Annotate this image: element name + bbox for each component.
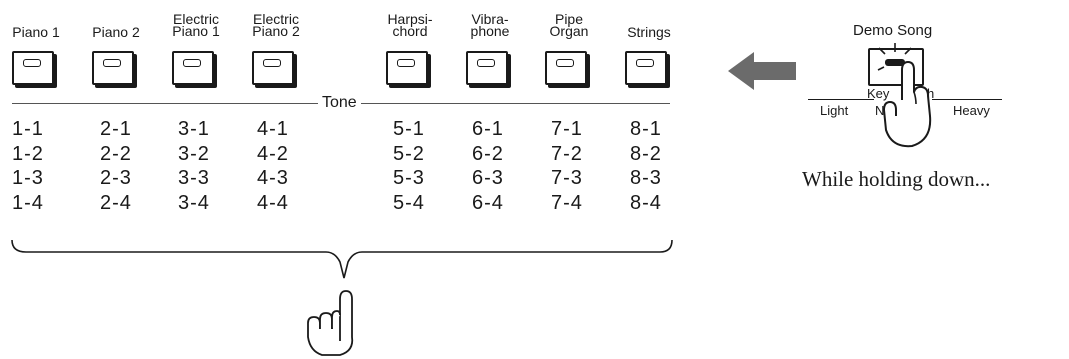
tone-column-2: 2-1 2-2 2-3 2-4 [100, 117, 160, 215]
tone-button-vibraphone[interactable] [466, 51, 508, 85]
tone-button-electric-piano-2[interactable] [252, 51, 294, 85]
key-touch-top-fragment-end: h [927, 86, 935, 101]
tone-number: 1-2 [12, 142, 44, 165]
tone-number: 8-4 [630, 191, 662, 214]
tone-number: 1-1 [12, 118, 44, 140]
tone-number: 6-1 [472, 118, 504, 140]
arrow-left-icon [728, 52, 796, 90]
tone-section-title: Tone [318, 95, 361, 111]
tone-number: 5-4 [393, 191, 425, 214]
key-touch-middle-fragment: N [875, 103, 885, 118]
tone-button-label-harpsichord: Harpsi-chord [387, 11, 433, 39]
key-touch-top-fragment: Key [867, 86, 890, 101]
tone-number: 6-2 [472, 142, 504, 165]
tone-column-7: 7-1 7-2 7-3 7-4 [551, 117, 611, 215]
tone-number: 1-4 [12, 191, 44, 214]
tone-number: 5-3 [393, 167, 425, 189]
tone-button-label-piano-2: Piano 2 [92, 24, 140, 40]
tone-button-harpsichord[interactable] [386, 51, 428, 85]
tone-number: 5-1 [393, 118, 425, 140]
tone-button-strings[interactable] [625, 51, 667, 85]
tone-number: 3-4 [178, 191, 210, 214]
tone-number: 3-3 [178, 167, 210, 189]
instruction-text: While holding down... [802, 167, 991, 191]
tone-number: 4-1 [257, 118, 289, 140]
tone-number: 1-3 [12, 167, 44, 189]
tone-number: 8-3 [630, 167, 662, 189]
tone-number: 3-1 [178, 118, 210, 140]
key-touch-heavy-label: Heavy [953, 103, 990, 118]
tone-number: 7-1 [551, 118, 583, 140]
key-touch-rule-left [808, 99, 874, 100]
press-finger-icon [307, 290, 354, 356]
tone-column-1: 1-1 1-2 1-3 1-4 [12, 117, 72, 215]
tone-button-piano-2[interactable] [92, 51, 134, 85]
tone-number: 2-4 [100, 191, 132, 214]
tone-number: 2-1 [100, 118, 132, 140]
tone-number: 5-2 [393, 142, 425, 165]
grouping-brace [11, 239, 673, 279]
tone-number: 4-3 [257, 167, 289, 189]
tone-button-label-strings: Strings [627, 24, 671, 40]
tone-button-label-piano-1: Piano 1 [12, 24, 60, 40]
hand-pressing-icon [883, 61, 932, 148]
tone-number: 8-1 [630, 118, 662, 140]
tone-number: 4-2 [257, 142, 289, 165]
tone-number: 2-2 [100, 142, 132, 165]
tone-number: 6-4 [472, 191, 504, 214]
tone-number: 4-4 [257, 191, 289, 214]
demo-song-label: Demo Song [853, 22, 933, 39]
tone-number: 7-3 [551, 167, 583, 189]
tone-column-4: 4-1 4-2 4-3 4-4 [257, 117, 317, 215]
tone-column-3: 3-1 3-2 3-3 3-4 [178, 117, 238, 215]
tone-column-6: 6-1 6-2 6-3 6-4 [472, 117, 532, 215]
tone-number: 8-2 [630, 142, 662, 165]
tone-button-label-vibraphone: Vibra-phone [470, 11, 510, 39]
tone-number: 6-3 [472, 167, 504, 189]
tone-number: 3-2 [178, 142, 210, 165]
tone-button-piano-1[interactable] [12, 51, 54, 85]
tone-column-5: 5-1 5-2 5-3 5-4 [393, 117, 453, 215]
tone-number: 2-3 [100, 167, 132, 189]
tone-number: 7-2 [551, 142, 583, 165]
tone-button-pipe-organ[interactable] [545, 51, 587, 85]
tone-button-electric-piano-1[interactable] [172, 51, 214, 85]
tone-number: 7-4 [551, 191, 583, 214]
tone-column-8: 8-1 8-2 8-3 8-4 [630, 117, 690, 215]
key-touch-rule-right [932, 99, 1002, 100]
key-touch-light-label: Light [820, 103, 849, 118]
